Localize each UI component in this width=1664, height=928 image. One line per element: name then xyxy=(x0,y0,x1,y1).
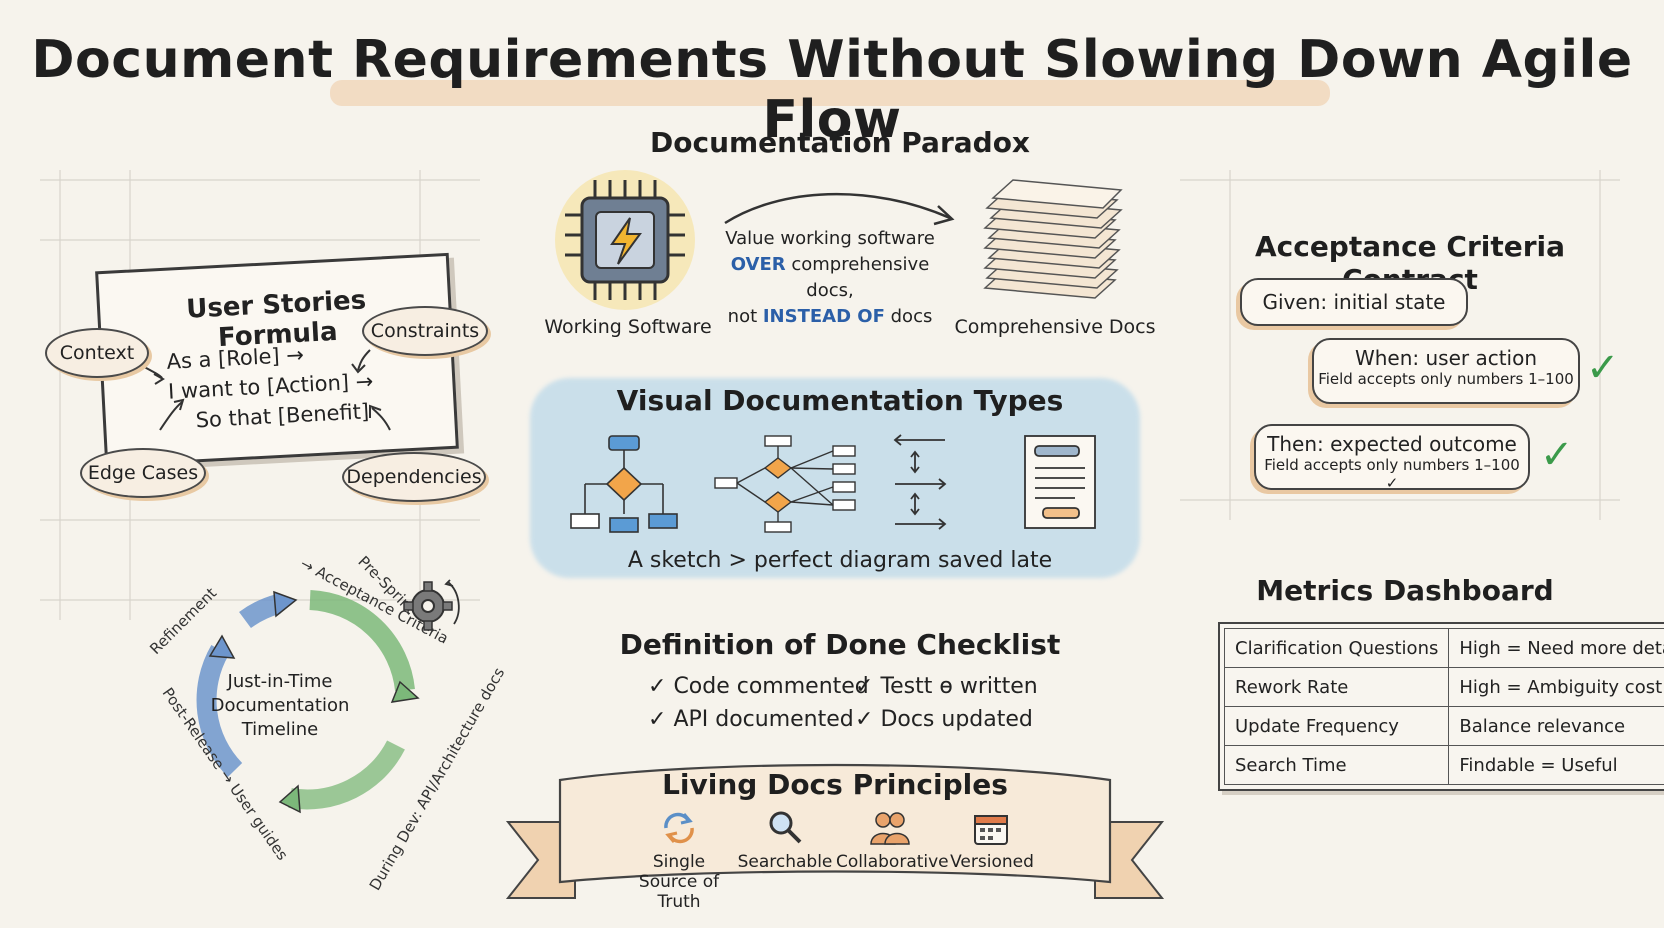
acceptance-given: Given: initial state xyxy=(1240,278,1468,326)
node-edge-cases: Edge Cases xyxy=(80,448,206,498)
principle-collaborative: Collaborative xyxy=(836,852,949,872)
acceptance-then-detail: Field accepts only numbers 1–100 ✓ xyxy=(1264,456,1520,492)
people-icon xyxy=(870,812,910,845)
dod-item-1-label: Code commented xyxy=(673,674,869,699)
node-constraints: Constraints xyxy=(362,306,488,356)
timeline-center: Just-in-Time Documentation Timeline xyxy=(210,670,350,742)
network-diagram-icon xyxy=(714,435,856,533)
visual-types-caption: A sketch > perfect diagram saved late xyxy=(627,548,1053,573)
dod-check-4-icon: ✓ xyxy=(855,707,881,732)
chip-icon xyxy=(555,170,695,310)
gear-icon xyxy=(403,579,460,631)
paradox-statement: Value working software OVER comprehensiv… xyxy=(705,226,955,330)
timeline-center-2: Documentation xyxy=(210,695,350,716)
metric-meaning: High = Need more detail xyxy=(1448,628,1664,668)
node-context: Context xyxy=(45,328,149,378)
sequence-diagram-icon xyxy=(893,434,947,530)
timeline-cycle xyxy=(196,590,420,814)
metric-name: Clarification Questions xyxy=(1223,628,1450,668)
magnifier-icon xyxy=(769,811,802,844)
node-dependencies: Dependencies xyxy=(342,452,486,502)
paradox-arrow xyxy=(724,192,955,226)
page-title: Document Requirements Without Slowing Do… xyxy=(31,30,1633,150)
principle-versioned: Versioned xyxy=(950,852,1034,872)
acceptance-when-title: When: user action xyxy=(1354,346,1538,370)
acceptance-then: Then: expected outcome Field accepts onl… xyxy=(1254,424,1530,492)
acceptance-then-title: Then: expected outcome xyxy=(1267,432,1517,456)
paradox-instead-of: INSTEAD OF xyxy=(762,306,885,327)
sync-icon xyxy=(664,812,694,844)
paradox-line-3-pre: not xyxy=(727,306,763,327)
dod-item-3: ✓ API documented xyxy=(648,707,854,732)
flowchart-icon xyxy=(570,435,678,533)
metric-meaning: Findable = Useful xyxy=(1448,745,1664,785)
paradox-line-2: OVER comprehensive docs, xyxy=(705,252,955,304)
paradox-title: Documentation Paradox xyxy=(650,126,1030,159)
dod-title: Definition of Done Checklist xyxy=(619,628,1061,661)
dod-item-2: ✓ Testt ɵ written xyxy=(855,674,1038,699)
paradox-line-3-rest: docs xyxy=(884,306,933,327)
timeline-center-1: Just-in-Time xyxy=(227,671,333,692)
paradox-line-3: not INSTEAD OF docs xyxy=(705,304,955,330)
metric-name: Search Time xyxy=(1223,745,1450,785)
dod-item-3-label: API documented xyxy=(673,707,854,732)
visual-types-title: Visual Documentation Types xyxy=(616,384,1064,417)
paradox-line-1: Value working software xyxy=(725,228,935,249)
dod-item-1: ✓ Code commented xyxy=(648,674,869,699)
dod-item-4-label: Docs updated xyxy=(880,707,1033,732)
metric-name: Update Frequency xyxy=(1223,706,1450,746)
document-mockup-icon xyxy=(1024,435,1096,529)
dod-check-2-icon: ✓ xyxy=(855,674,881,699)
living-docs-title: Living Docs Principles xyxy=(662,768,1008,801)
metric-meaning: Balance relevance xyxy=(1448,706,1664,746)
dod-item-4: ✓ Docs updated xyxy=(855,707,1033,732)
acceptance-when-detail: Field accepts only numbers 1–100 xyxy=(1318,370,1574,388)
paradox-over: OVER xyxy=(730,254,786,275)
living-docs-banner xyxy=(505,763,1165,899)
principle-searchable: Searchable xyxy=(737,852,833,872)
acceptance-when: When: user action Field accepts only num… xyxy=(1312,338,1580,404)
title-highlight xyxy=(330,80,1330,106)
paradox-line-2-rest: comprehensive docs, xyxy=(785,254,930,301)
dod-item-2-label: Testt ɵ written xyxy=(880,674,1038,699)
docs-stack-icon xyxy=(983,179,1123,299)
visual-types-icons xyxy=(570,434,1096,533)
metric-meaning: High = Ambiguity cost xyxy=(1448,667,1664,707)
dod-check-3-icon: ✓ xyxy=(648,707,674,732)
then-check-icon: ✓ xyxy=(1540,432,1574,478)
metric-name: Rework Rate xyxy=(1223,667,1450,707)
timeline-center-3: Timeline xyxy=(241,719,319,740)
principle-single-source: Single Source of Truth xyxy=(638,852,720,912)
dod-check-1-icon: ✓ xyxy=(648,674,674,699)
working-software-label: Working Software xyxy=(544,316,712,338)
comprehensive-docs-label: Comprehensive Docs xyxy=(954,316,1156,338)
calendar-icon xyxy=(974,815,1008,845)
metrics-title: Metrics Dashboard xyxy=(1256,574,1554,607)
when-check-icon: ✓ xyxy=(1586,345,1620,391)
